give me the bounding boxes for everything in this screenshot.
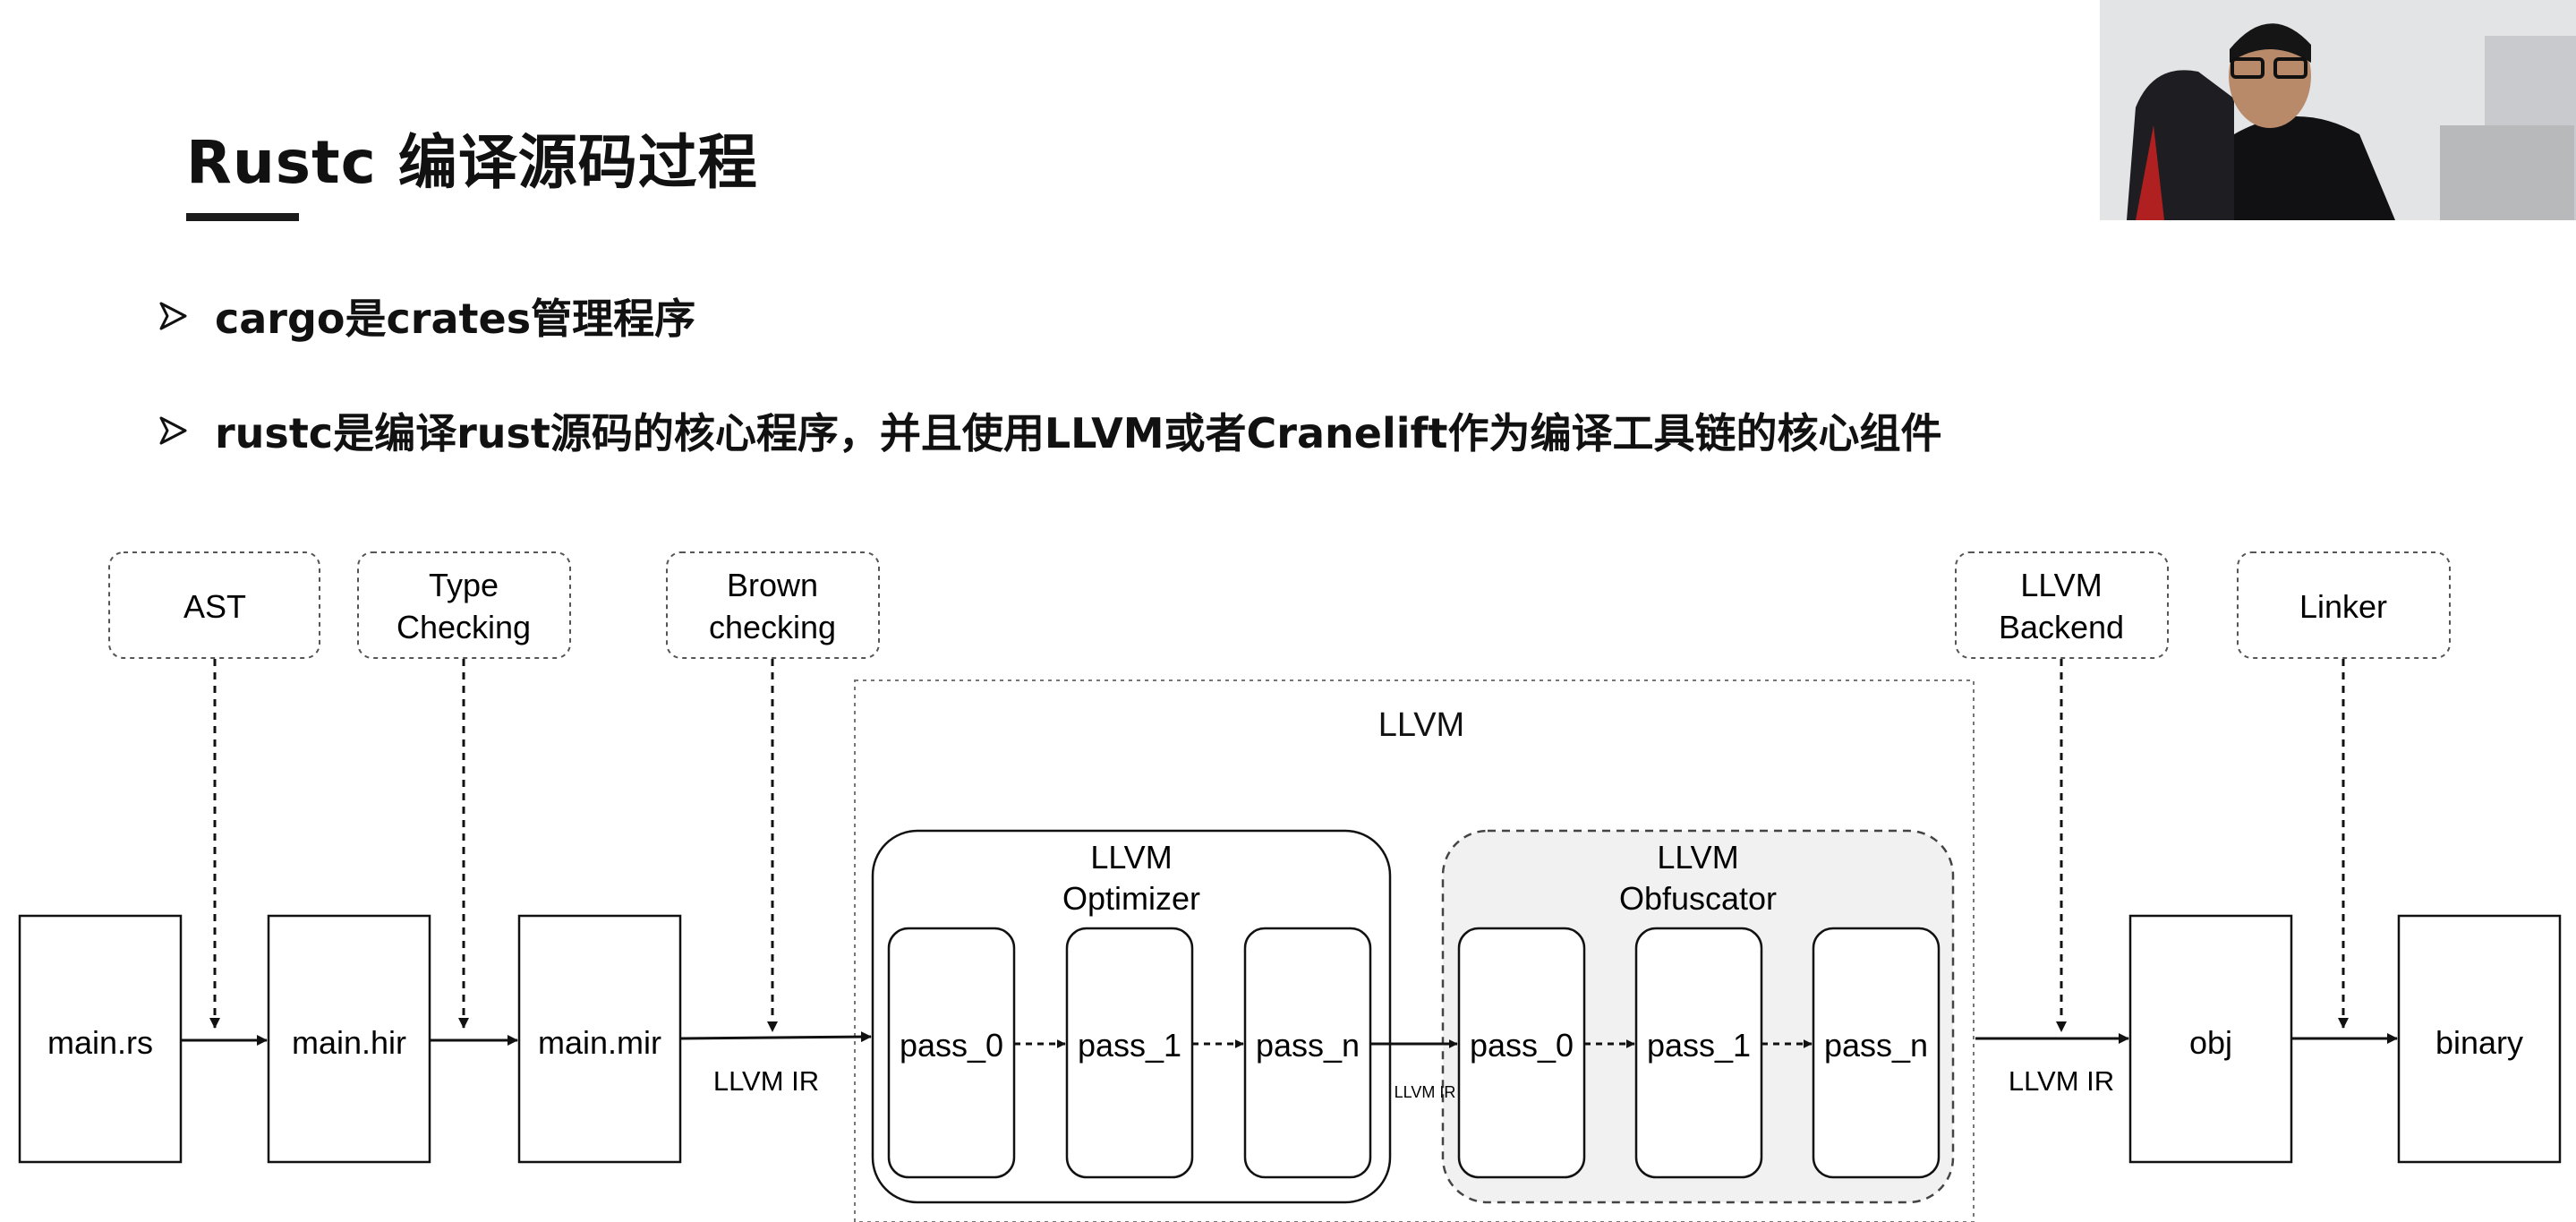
annotation-type-label: Type [429,567,499,603]
annotation-type-checking: Type Checking [357,551,571,659]
llvm-obfuscator: LLVM Obfuscator pass_0 pass_1 pass_n [1441,829,1955,1204]
presenter-video-icon [2100,0,2576,220]
stage-obj: obj [2128,914,2293,1164]
edge-label-llvm-ir-out: LLVM IR [2009,1065,2114,1097]
annotation-linker: Linker [2237,551,2451,659]
slide-title: Rustc 编译源码过程 [186,128,758,197]
llvm-container [854,679,1975,1222]
optimizer-pass-n [1243,927,1372,1179]
stage-main-mir: main.mir [517,914,682,1164]
obfuscator-pass-1 [1634,927,1763,1179]
annotation-brown-checking: Brown checking [666,551,880,659]
presenter-webcam [2100,0,2576,220]
optimizer-title-1: LLVM [1090,839,1172,876]
stage-main-hir-label: main.hir [292,1024,406,1061]
stage-main-mir-label: main.mir [538,1024,661,1061]
arrow-bullet-icon [159,302,187,330]
llvm-optimizer: LLVM Optimizer pass_0 pass_1 pass_n [871,829,1392,1204]
obfuscator-pass-0-label: pass_0 [1470,1027,1574,1064]
bullet-text: rustc是编译rust源码的核心程序，并且使用LLVM或者Cranelift作… [215,409,1942,457]
annotation-backend-llvm-label: LLVM [2020,567,2102,603]
annotation-checking-label: Checking [397,609,531,645]
optimizer-pass-1-label: pass_1 [1078,1027,1181,1064]
obfuscator-pass-1-label: pass_1 [1647,1027,1751,1064]
annotation-backend-label: Backend [1999,609,2124,645]
edge-label-llvm-ir-mid: LLVM IR [1395,1083,1456,1101]
bullet-rustc: rustc是编译rust源码的核心程序，并且使用LLVM或者Cranelift作… [158,401,1942,460]
mir-to-llvm-arrow [679,1031,872,1043]
annotation-brown-checking-label: checking [709,609,836,645]
obfuscator-title-2: Obfuscator [1619,880,1777,917]
obfuscator-pass-n-label: pass_n [1824,1027,1928,1064]
annotation-ast: AST [108,551,320,659]
stage-binary: binary [2397,914,2562,1164]
stage-obj-label: obj [2189,1024,2232,1061]
bullet-text: cargo是crates管理程序 [215,295,696,343]
optimizer-title-2: Optimizer [1062,880,1200,917]
stage-binary-label: binary [2435,1024,2523,1061]
optimizer-pass-n-label: pass_n [1256,1027,1360,1064]
optimizer-pass-1 [1065,927,1194,1179]
optimizer-pass-0-label: pass_0 [900,1027,1003,1064]
obfuscator-title-1: LLVM [1657,839,1738,876]
rustc-pipeline-diagram: LLVM AST Type Checking Brown checking LL… [18,551,2562,1222]
annotation-ast-label: AST [183,588,246,625]
stage-main-rs: main.rs [18,914,183,1164]
annotation-linker-label: Linker [2299,588,2387,625]
bullet-cargo: cargo是crates管理程序 [158,286,695,346]
obfuscator-pass-n [1812,927,1941,1179]
edge-label-llvm-ir-in: LLVM IR [713,1065,819,1097]
stage-main-rs-label: main.rs [47,1024,153,1061]
annotation-brown-label: Brown [727,567,818,603]
annotation-llvm-backend: LLVM Backend [1955,551,2169,659]
title-underline [186,213,299,221]
llvm-container-label: LLVM [1378,706,1464,744]
optimizer-pass-0 [887,927,1016,1179]
stage-main-hir: main.hir [267,914,431,1164]
obfuscator-pass-0 [1457,927,1586,1179]
arrow-bullet-icon [159,416,187,445]
